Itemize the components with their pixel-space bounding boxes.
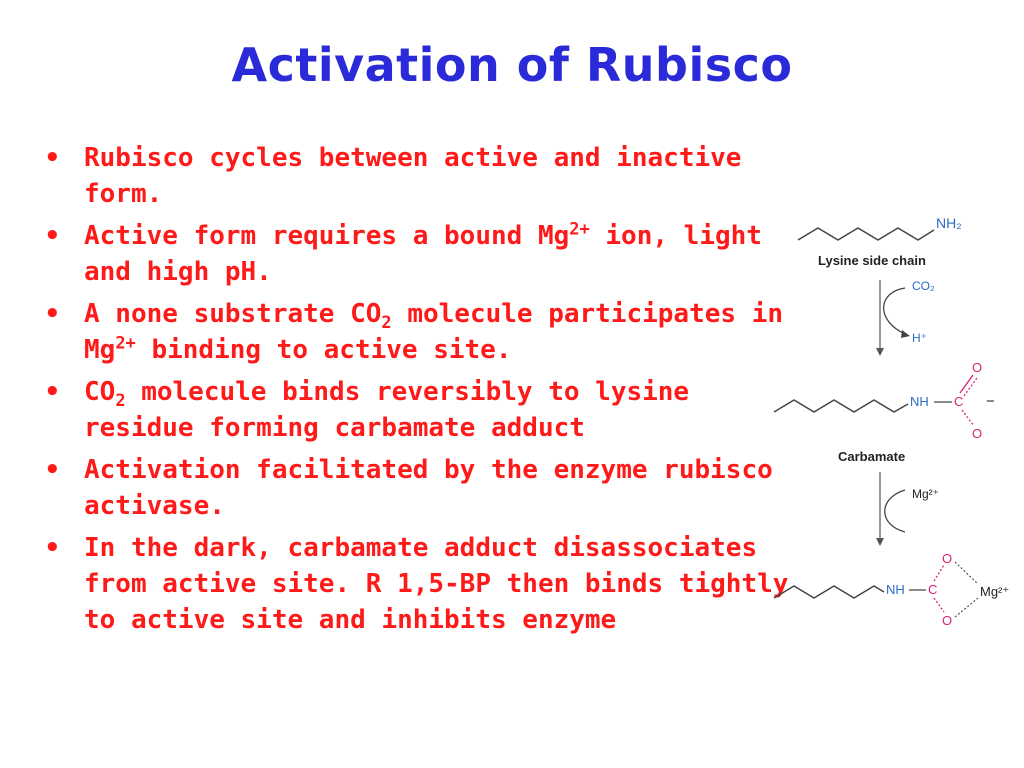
bullet-item: • Active form requires a bound Mg2+ ion,… [44, 218, 804, 290]
subscript: 2 [381, 313, 392, 334]
carbamate-label: Carbamate [838, 449, 905, 464]
curved-arrow-1 [882, 287, 906, 335]
lysine-label: Lysine side chain [818, 253, 926, 268]
bullet-text: A none substrate CO [84, 299, 382, 329]
curved-arrow-2 [884, 489, 906, 533]
bullet-text: ion, light and high pH. [84, 221, 762, 287]
superscript: 2+ [115, 333, 136, 354]
bullet-marker: • [44, 377, 61, 407]
bullet-text: binding to active site. [135, 335, 512, 365]
curved-arrowhead-1 [901, 330, 910, 338]
c-o-single-bond [961, 409, 975, 427]
bullet-text: molecule participates in Mg [84, 299, 784, 365]
superscript: 2+ [569, 219, 590, 240]
carbamate-chain [773, 399, 909, 413]
c-o-double-bond-2 [963, 377, 978, 397]
bullet-text: molecule binds reversibly to lysine resi… [84, 377, 690, 443]
bullet-marker: • [44, 455, 61, 485]
carbamate-carbon: C [954, 394, 963, 409]
bullet-item: • In the dark, carbamate adduct disassoc… [44, 530, 804, 638]
carbamate-reaction-diagram: NH₂ Lysine side chain CO₂ H⁺ NH C O O − … [773, 215, 1009, 628]
bullet-marker: • [44, 221, 61, 251]
bullet-text: In the dark, carbamate adduct disassocia… [84, 533, 789, 635]
bullet-text: Active form requires a bound Mg [84, 221, 570, 251]
slide-title: Activation of Rubisco [231, 38, 793, 92]
carbamate-oxygen-bottom: O [972, 426, 982, 441]
carbamate-nh: NH [910, 394, 929, 409]
subscript: 2 [115, 391, 126, 412]
bullet-text: Rubisco cycles between active and inacti… [84, 143, 742, 209]
complex-magnesium: Mg²⁺ [980, 584, 1009, 599]
bullet-list: • Rubisco cycles between active and inac… [44, 140, 804, 644]
lysine-amine-group: NH₂ [936, 215, 962, 231]
complex-oxygen-bottom: O [942, 613, 952, 628]
co2-reagent: CO₂ [912, 279, 935, 293]
lysine-chain [797, 227, 935, 241]
bullet-text: CO [84, 377, 116, 407]
o-mg-bond-bottom [954, 597, 979, 618]
complex-carbon: C [928, 582, 937, 597]
complex-chain [773, 585, 885, 599]
bullet-item: • Activation facilitated by the enzyme r… [44, 452, 804, 524]
carbamate-charge: − [986, 393, 995, 410]
bullet-item: • CO2 molecule binds reversibly to lysin… [44, 374, 804, 446]
mg-reagent: Mg²⁺ [912, 487, 939, 501]
bullet-item: • A none substrate CO2 molecule particip… [44, 296, 804, 368]
bullet-marker: • [44, 299, 61, 329]
complex-nh: NH [886, 582, 905, 597]
bullet-text: Activation facilitated by the enzyme rub… [84, 455, 773, 521]
arrowhead-2 [876, 538, 884, 546]
carbamate-oxygen-top: O [972, 360, 982, 375]
arrowhead-1 [876, 348, 884, 356]
proton-product: H⁺ [912, 331, 927, 345]
bullet-marker: • [44, 143, 61, 173]
complex-oxygen-top: O [942, 551, 952, 566]
complex-c-o-bottom [933, 597, 945, 613]
bullet-item: • Rubisco cycles between active and inac… [44, 140, 804, 212]
bullet-marker: • [44, 533, 61, 563]
c-o-double-bond [959, 374, 974, 394]
complex-c-o-top [933, 564, 945, 582]
o-mg-bond-top [954, 561, 979, 585]
